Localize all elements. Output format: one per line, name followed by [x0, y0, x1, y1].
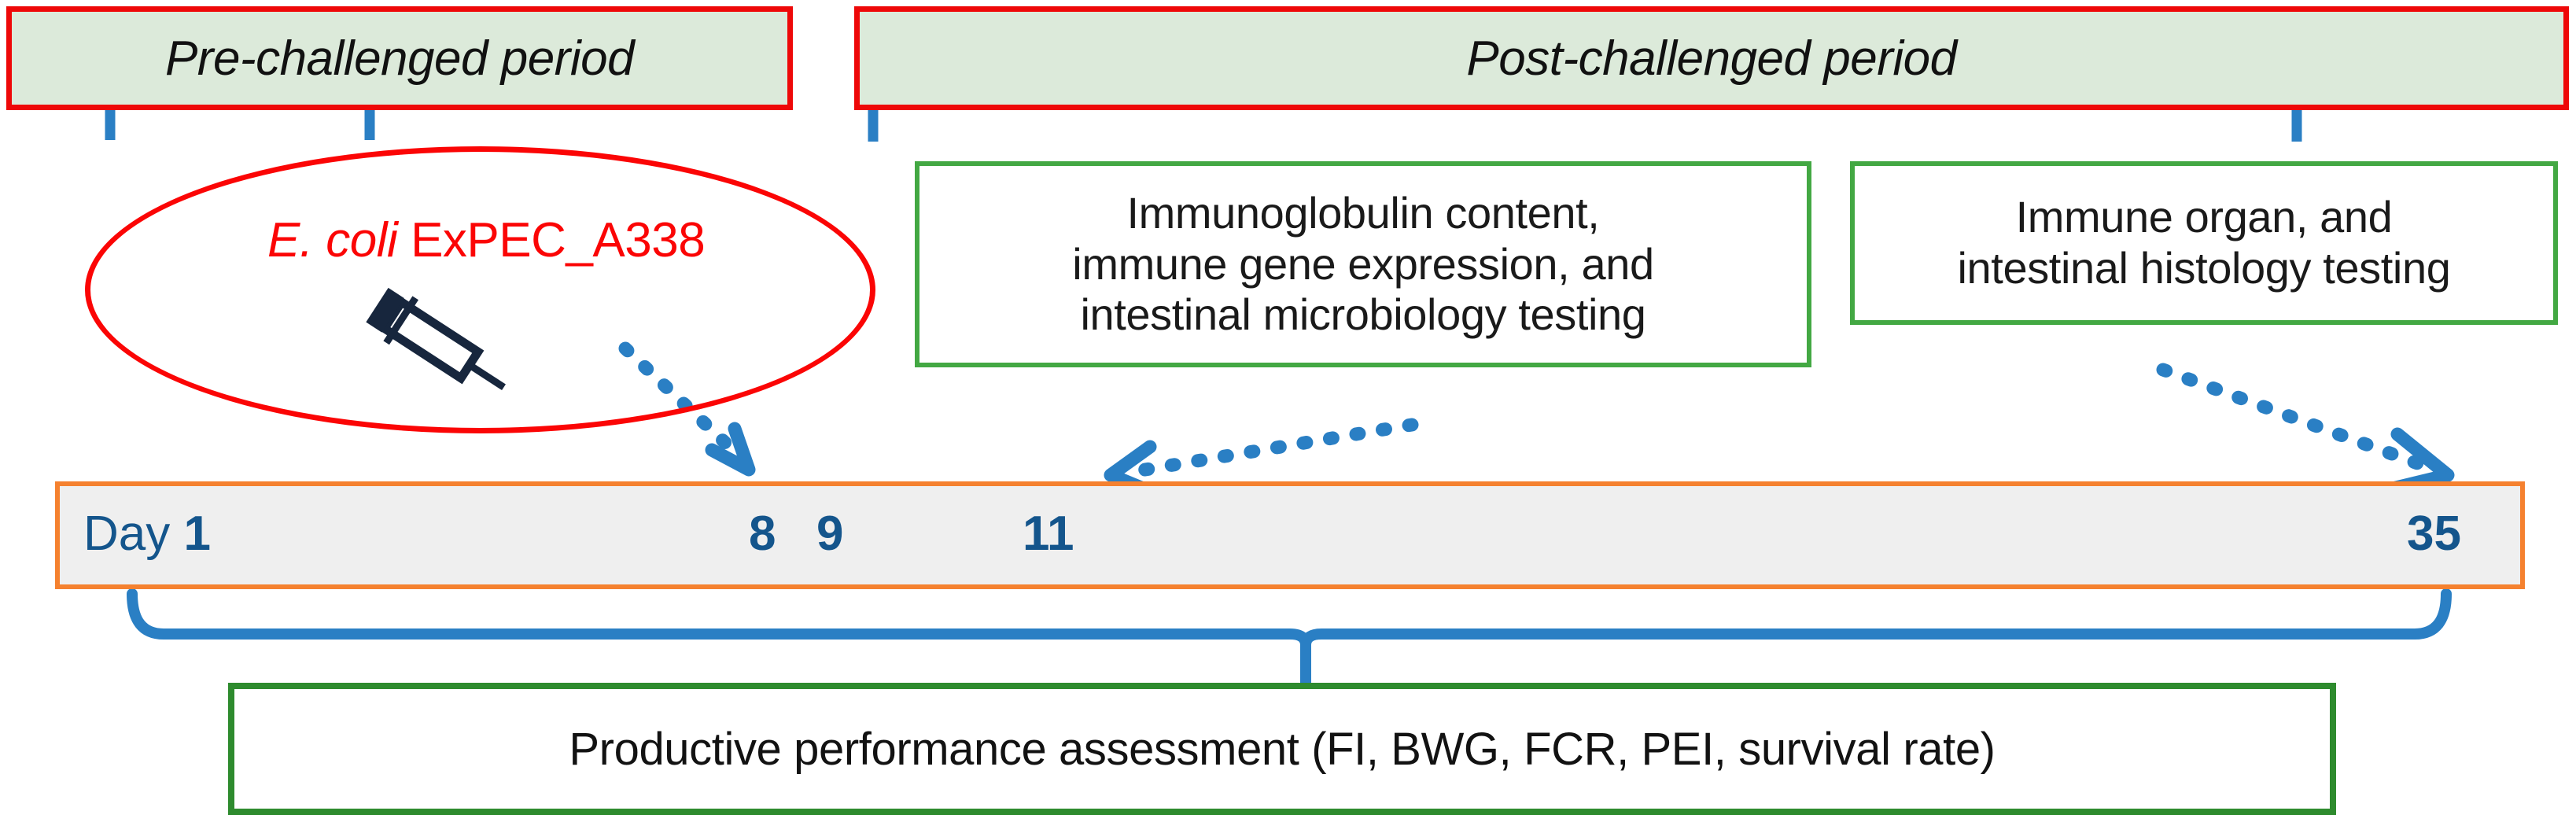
histology-assay-box: Immune organ, and intestinal histology t… — [1850, 161, 2558, 325]
productive-performance-label: Productive performance assessment (FI, B… — [569, 723, 1996, 775]
organism-name: E. coli — [267, 213, 398, 267]
study-timeline-bar — [55, 481, 2525, 589]
day-tick-1: 1 — [183, 507, 211, 561]
immunoglobulin-assay-box: Immunoglobulin content, immune gene expr… — [915, 161, 1811, 367]
day-tick-35: 35 — [2407, 507, 2461, 561]
assay-arrow-to-day35 — [2156, 363, 2455, 495]
assay-line: intestinal histology testing — [1957, 243, 2451, 293]
productive-performance-box: Productive performance assessment (FI, B… — [228, 683, 2336, 815]
challenge-organism-label: E. coli ExPEC_A338 — [267, 212, 706, 268]
day-tick-8: 8 — [749, 507, 776, 561]
day-tick-11: 11 — [1023, 507, 1074, 561]
assay-line: immune gene expression, and — [1072, 238, 1654, 289]
assay-line: Immune organ, and — [2015, 192, 2393, 242]
pre-challenged-period-box: Pre-challenged period — [6, 6, 793, 110]
assessment-brace — [127, 588, 2452, 686]
pre-challenged-period-label: Pre-challenged period — [164, 31, 635, 86]
assay-line: intestinal microbiology testing — [1080, 289, 1646, 340]
day-word-label: Day — [83, 507, 171, 561]
assay-line: Immunoglobulin content, — [1126, 187, 1600, 238]
post-challenged-period-label: Post-challenged period — [1466, 31, 1957, 86]
strain-name: ExPEC_A338 — [397, 213, 706, 267]
challenge-ellipse — [85, 146, 875, 433]
day-tick-9: 9 — [816, 507, 844, 561]
post-challenged-period-box: Post-challenged period — [854, 6, 2569, 110]
timeline-day-1: Day 1 — [83, 510, 211, 558]
